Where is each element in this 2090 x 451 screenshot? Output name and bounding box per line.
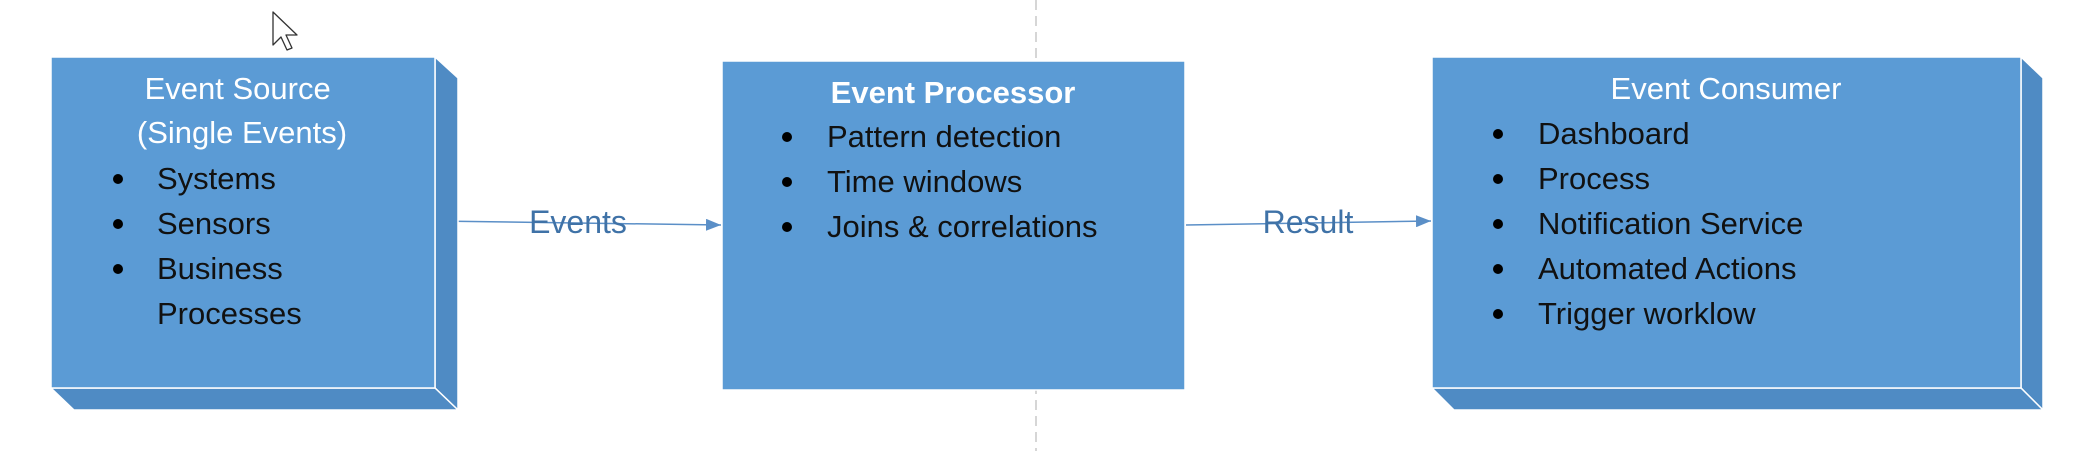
event-source-title-line: Event Source (145, 71, 331, 106)
event-source-item: Business (157, 251, 283, 286)
events-connector-label: Events (529, 204, 627, 240)
event-source-box-side (434, 55, 459, 412)
event-consumer-item: Process (1538, 161, 1650, 196)
bullet-dot (113, 219, 123, 229)
event-consumer-item: Notification Service (1538, 206, 1803, 241)
result-connector-label: Result (1263, 204, 1354, 240)
event-processor-item: Joins & correlations (827, 209, 1098, 244)
event-processor-box[interactable]: Event Processor Pattern detection Time w… (721, 60, 1186, 391)
event-processor-box-face (721, 60, 1186, 391)
event-source-item: Sensors (157, 206, 271, 241)
event-source-title-line: (Single Events) (137, 115, 347, 150)
event-source-item: Processes (157, 296, 302, 331)
bullet-dot (782, 132, 792, 142)
events-connector-arrow[interactable] (433, 218, 722, 231)
event-processor-item: Time windows (827, 164, 1022, 199)
event-consumer-item: Trigger worklow (1538, 296, 1756, 331)
event-consumer-box-face (1431, 56, 2022, 389)
event-consumer-title: Event Consumer (1611, 71, 1842, 106)
event-source-title: Event Source (Single Events) (137, 71, 347, 150)
event-consumer-box-side (2020, 55, 2044, 412)
bullet-dot (1493, 129, 1503, 139)
event-processor-title: Event Processor (831, 75, 1076, 110)
bullet-dot (1493, 309, 1503, 319)
event-source-box[interactable]: Event Source (Single Events) Systems Sen… (49, 55, 460, 412)
event-source-item: Systems (157, 161, 276, 196)
bullet-dot (113, 264, 123, 274)
event-consumer-item: Automated Actions (1538, 251, 1797, 286)
bullet-dot (782, 177, 792, 187)
mouse-pointer-icon (272, 11, 298, 51)
bullet-dot (1493, 219, 1503, 229)
bullet-dot (113, 174, 123, 184)
bullet-dot (782, 222, 792, 232)
event-source-box-bottom (49, 387, 460, 411)
bullet-dot (1493, 264, 1503, 274)
result-connector-arrow[interactable] (1185, 215, 1432, 228)
bullet-dot (1493, 174, 1503, 184)
event-processor-item: Pattern detection (827, 119, 1061, 154)
event-consumer-box[interactable]: Event Consumer Dashboard Process Notific… (1430, 55, 2045, 412)
event-consumer-box-bottom (1430, 387, 2045, 411)
event-consumer-item: Dashboard (1538, 116, 1690, 151)
